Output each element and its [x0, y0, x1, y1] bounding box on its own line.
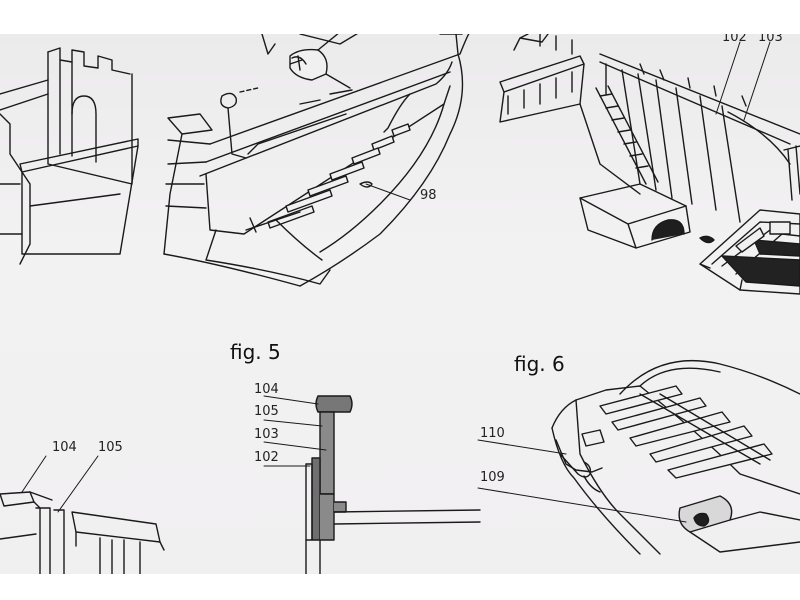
tower-drawing: [0, 47, 139, 265]
bow-drawing: [163, 34, 470, 287]
callout-102-top: 102: [722, 34, 747, 45]
bow-ladder: [267, 123, 411, 229]
fig5-callout-104: 104: [254, 382, 279, 397]
fig5-callout-105: 105: [254, 404, 279, 419]
fig5-title: fig. 5: [230, 340, 281, 364]
bottom-callout-104: 104: [52, 440, 77, 455]
callout-98: 98: [420, 188, 437, 203]
fig6-callout-109: 109: [480, 470, 505, 485]
fig6-callout-110: 110: [480, 426, 505, 441]
fig5-section: [263, 395, 481, 574]
bottom-rail-drawing: [0, 455, 165, 574]
fig6-title: fig. 6: [514, 352, 565, 376]
fig5-callout-103: 103: [254, 427, 279, 442]
drawing-sheet: 98 102 103 fig. 5 104 105 103 102 104 10…: [0, 34, 800, 574]
fig5-callout-102: 102: [254, 450, 279, 465]
callout-103-top: 103: [758, 34, 783, 45]
line-drawing: [0, 34, 800, 574]
bottom-callout-105: 105: [98, 440, 123, 455]
fig6-drawing: [477, 359, 800, 555]
deck-drawing: [499, 34, 800, 295]
